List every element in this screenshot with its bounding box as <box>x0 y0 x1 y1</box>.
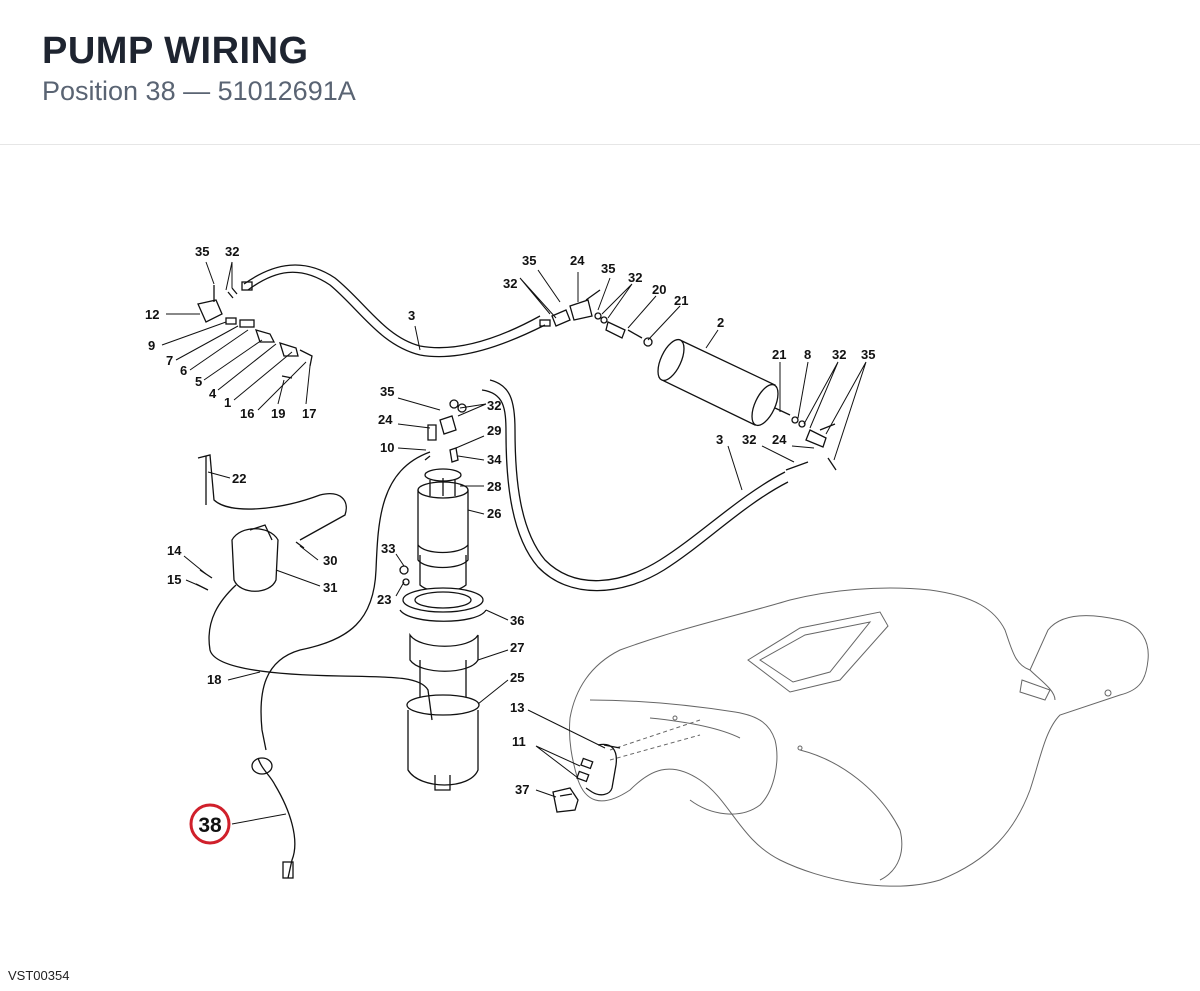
exploded-parts-diagram: 35 32 12 9 7 6 5 4 1 16 19 17 3 35 24 35… <box>145 244 1149 887</box>
callout-7[interactable]: 7 <box>166 353 173 368</box>
callout-32[interactable]: 32 <box>487 398 501 413</box>
callout-14[interactable]: 14 <box>167 543 182 558</box>
callout-26[interactable]: 26 <box>487 506 501 521</box>
callout-2[interactable]: 2 <box>717 315 724 330</box>
callout-24[interactable]: 24 <box>570 253 585 268</box>
callout-10[interactable]: 10 <box>380 440 394 455</box>
callout-24[interactable]: 24 <box>378 412 393 427</box>
callout-19[interactable]: 19 <box>271 406 285 421</box>
callout-31[interactable]: 31 <box>323 580 337 595</box>
callout-35[interactable]: 35 <box>380 384 394 399</box>
callout-32[interactable]: 32 <box>503 276 517 291</box>
callout-17[interactable]: 17 <box>302 406 316 421</box>
callout-37[interactable]: 37 <box>515 782 529 797</box>
secondary-filter <box>195 454 433 721</box>
callout-8[interactable]: 8 <box>804 347 811 362</box>
hose-upper-left <box>241 264 546 358</box>
callout-32[interactable]: 32 <box>628 270 642 285</box>
callout-32[interactable]: 32 <box>832 347 846 362</box>
fuel-tank <box>569 587 1149 887</box>
callout-25[interactable]: 25 <box>510 670 524 685</box>
callout-15[interactable]: 15 <box>167 572 181 587</box>
callout-35[interactable]: 35 <box>861 347 875 362</box>
callout-30[interactable]: 30 <box>323 553 337 568</box>
callout-23[interactable]: 23 <box>377 592 391 607</box>
pump-bracket <box>552 743 621 813</box>
callout-28[interactable]: 28 <box>487 479 501 494</box>
upper-right-fittings <box>539 289 653 347</box>
callout-20[interactable]: 20 <box>652 282 666 297</box>
callout-32[interactable]: 32 <box>742 432 756 447</box>
callout-21[interactable]: 21 <box>674 293 688 308</box>
highlight-ring <box>189 803 231 845</box>
callout-labels: 35 32 12 9 7 6 5 4 1 16 19 17 3 35 24 35… <box>145 244 875 797</box>
callout-3[interactable]: 3 <box>716 432 723 447</box>
callout-36[interactable]: 36 <box>510 613 524 628</box>
fuel-filter <box>657 338 837 471</box>
callout-5[interactable]: 5 <box>195 374 202 389</box>
callout-35[interactable]: 35 <box>522 253 536 268</box>
callout-21[interactable]: 21 <box>772 347 786 362</box>
callout-18[interactable]: 18 <box>207 672 221 687</box>
callout-35[interactable]: 35 <box>601 261 615 276</box>
callout-1[interactable]: 1 <box>224 395 231 410</box>
callout-22[interactable]: 22 <box>232 471 246 486</box>
page-title: PUMP WIRING <box>42 30 309 72</box>
drawing-code: VST00354 <box>8 968 70 983</box>
callout-6[interactable]: 6 <box>180 363 187 378</box>
callout-24[interactable]: 24 <box>772 432 787 447</box>
upper-left-fittings <box>197 285 313 379</box>
callout-4[interactable]: 4 <box>209 386 217 401</box>
highlighted-callout-38[interactable]: 38 <box>189 803 231 845</box>
callout-16[interactable]: 16 <box>240 406 254 421</box>
fuel-pump-assembly <box>399 399 487 791</box>
callout-33[interactable]: 33 <box>381 541 395 556</box>
page-header: PUMP WIRING Position 38 — 51012691A <box>0 0 1200 145</box>
callout-35[interactable]: 35 <box>195 244 209 259</box>
callout-34[interactable]: 34 <box>487 452 502 467</box>
hose-right-long <box>481 379 809 592</box>
leader-lines <box>161 261 867 825</box>
callout-27[interactable]: 27 <box>510 640 524 655</box>
callout-32[interactable]: 32 <box>225 244 239 259</box>
page-subtitle: Position 38 — 51012691A <box>42 76 356 106</box>
callout-38[interactable]: 38 <box>198 814 222 837</box>
pump-wiring-harness <box>251 451 431 879</box>
callout-12[interactable]: 12 <box>145 307 159 322</box>
callout-3[interactable]: 3 <box>408 308 415 323</box>
callout-13[interactable]: 13 <box>510 700 524 715</box>
callout-29[interactable]: 29 <box>487 423 501 438</box>
callout-11[interactable]: 11 <box>512 734 526 749</box>
callout-9[interactable]: 9 <box>148 338 155 353</box>
